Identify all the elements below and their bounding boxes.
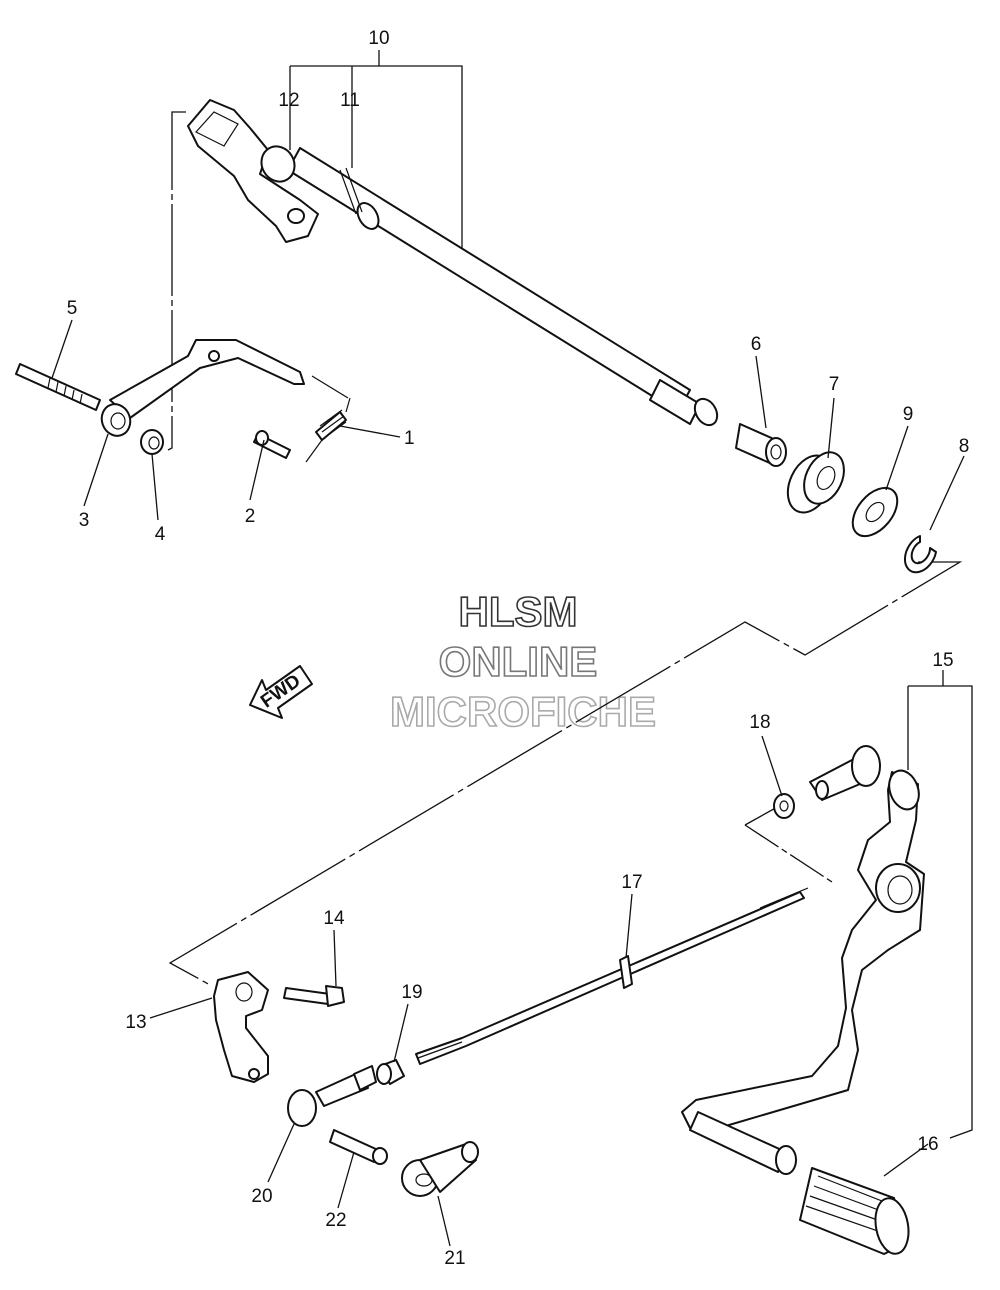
- callout-1: 1: [404, 428, 415, 449]
- callout-19: 19: [401, 982, 422, 1003]
- part-shift-lever-upper: [213, 971, 269, 1083]
- callout-9: 9: [903, 404, 914, 425]
- callout-13: 13: [125, 1012, 146, 1033]
- part-oil-seal: [786, 451, 845, 514]
- callout-10: 10: [368, 28, 389, 49]
- bracket-15: [907, 670, 973, 1139]
- part-shift-arm-assembly: [15, 339, 305, 455]
- watermark-line-3: MICROFICHE: [390, 688, 656, 735]
- callout-21: 21: [444, 1248, 465, 1269]
- part-circlip: [903, 535, 937, 574]
- part-pin: [253, 430, 291, 459]
- callout-17: 17: [621, 872, 642, 893]
- callout-12: 12: [278, 90, 299, 111]
- bracket-10: [289, 50, 463, 258]
- part-bolt-14: [283, 985, 345, 1007]
- callout-8: 8: [959, 436, 970, 457]
- assembly-outline: [167, 111, 963, 987]
- part-shift-pedal: [681, 745, 925, 1255]
- watermark: HLSM ONLINE MICROFICHE: [389, 587, 657, 736]
- watermark-line-2: ONLINE: [439, 638, 598, 685]
- part-collar: [735, 423, 787, 467]
- part-nut-19: [376, 1059, 405, 1085]
- part-washer: [851, 486, 899, 538]
- callout-22: 22: [325, 1210, 346, 1231]
- callout-18: 18: [749, 712, 770, 733]
- callout-11: 11: [340, 90, 360, 111]
- callout-5: 5: [67, 298, 78, 319]
- callout-2: 2: [245, 506, 256, 527]
- part-bolt-22: [329, 1129, 388, 1165]
- fwd-arrow-icon: FWD: [249, 665, 313, 719]
- callout-15: 15: [932, 650, 953, 671]
- part-rod-end-21: [401, 1141, 479, 1197]
- callout-14: 14: [323, 908, 345, 929]
- part-return-spring: [305, 375, 351, 463]
- part-shift-shaft: [187, 99, 719, 427]
- part-rod-end-20: [287, 1065, 377, 1127]
- watermark-line-1: HLSM: [459, 588, 578, 635]
- callout-7: 7: [829, 374, 840, 395]
- callout-3: 3: [79, 510, 90, 531]
- callout-16: 16: [917, 1134, 938, 1155]
- callout-labels: 1 2 3 4 5 6 7 8 9 10 11 12 13 14 15 16 1…: [67, 28, 970, 1269]
- part-nut-18: [773, 793, 795, 819]
- leader-lines: [51, 319, 965, 1247]
- callout-4: 4: [155, 524, 166, 545]
- callout-20: 20: [251, 1186, 272, 1207]
- part-tie-rod: [415, 887, 809, 1065]
- callout-6: 6: [751, 334, 762, 355]
